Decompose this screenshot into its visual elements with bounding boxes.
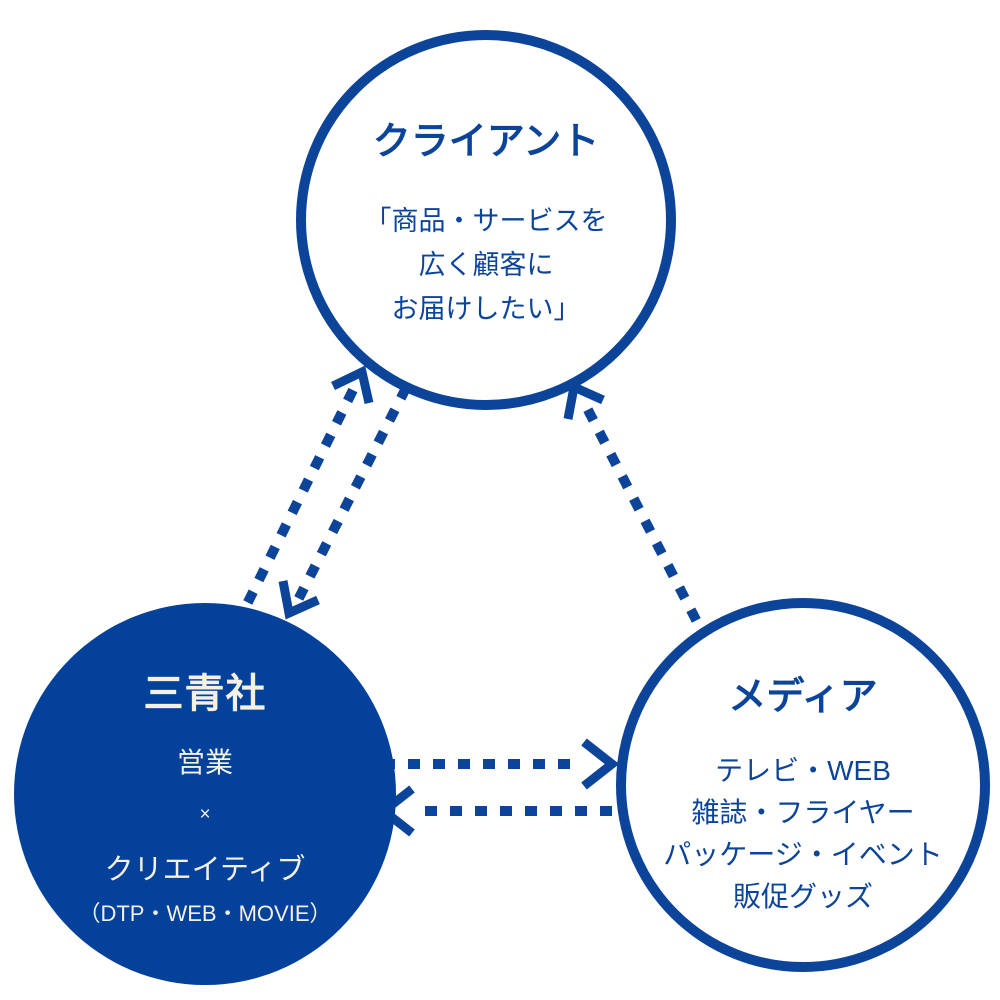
node-sansei: 三青社 営業 × クリエイティブ （DTP・WEB・MOVIE） xyxy=(14,603,396,985)
node-client: クライアント 「商品・サービスを 広く顧客に お届けしたい」 xyxy=(296,30,676,410)
node-client-description: 「商品・サービスを 広く顧客に お届けしたい」 xyxy=(365,199,608,331)
node-sansei-line: クリエイティブ xyxy=(104,853,306,886)
node-client-line: お届けしたい」 xyxy=(391,293,581,324)
arrow-media-to-sansei xyxy=(376,785,612,837)
node-media-title: メディア xyxy=(728,675,878,718)
node-media-line: テレビ・WEB xyxy=(715,754,891,786)
arrow-sansei-to-media xyxy=(383,738,620,790)
node-client-line: 広く顧客に xyxy=(418,249,554,280)
node-client-line: 「商品・サービスを xyxy=(364,205,608,236)
node-sansei-title: 三青社 xyxy=(143,671,267,716)
arrow-media-to-client xyxy=(563,380,701,623)
node-sansei-description: 営業 × クリエイティブ （DTP・WEB・MOVIE） xyxy=(78,719,331,928)
node-media-line: パッケージ・イベント xyxy=(663,838,943,870)
node-media-line: 雑誌・フライヤー xyxy=(691,796,915,828)
multiply-symbol: × xyxy=(199,803,211,825)
node-sansei-line: （DTP・WEB・MOVIE） xyxy=(78,900,332,926)
node-client-title: クライアント xyxy=(372,120,600,163)
node-sansei-line: 営業 xyxy=(176,746,233,778)
node-media-line: 販促グッズ xyxy=(732,880,873,912)
arrow-client-to-sansei xyxy=(278,385,411,620)
node-media: メディア テレビ・WEB 雑誌・フライヤー パッケージ・イベント 販促グッズ xyxy=(616,598,990,972)
node-media-description: テレビ・WEB 雑誌・フライヤー パッケージ・イベント 販促グッズ xyxy=(663,750,942,918)
arrow-sansei-to-client xyxy=(243,365,374,605)
